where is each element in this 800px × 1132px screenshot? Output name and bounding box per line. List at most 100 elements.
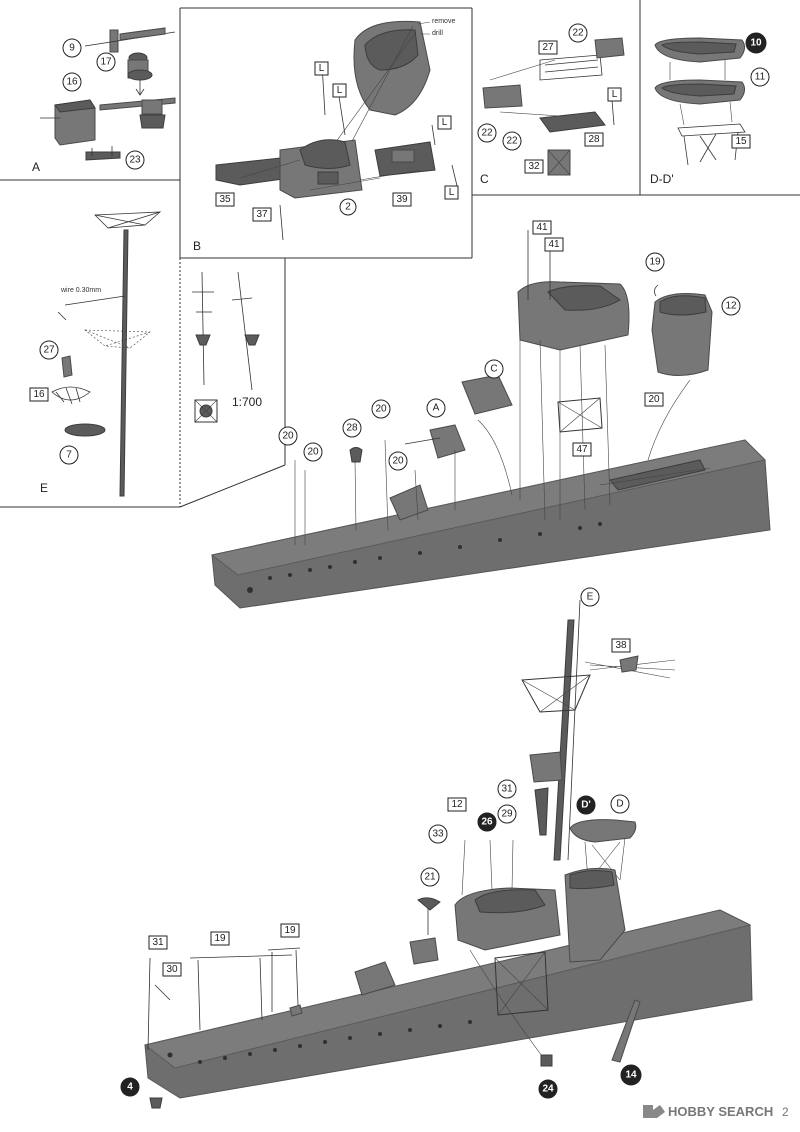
callout-c27: 27 <box>538 40 558 55</box>
section-a-diagram <box>40 27 176 161</box>
note-remove: remove <box>432 18 455 25</box>
callout-l12: 12 <box>447 797 467 812</box>
callout-c28: 28 <box>584 132 604 147</box>
svg-text:16: 16 <box>33 389 45 400</box>
callout-c22c: 22 <box>502 131 522 151</box>
svg-text:28: 28 <box>346 423 358 434</box>
callout-d10: 10 <box>745 32 767 54</box>
svg-text:41: 41 <box>548 239 560 250</box>
callout-l19a: 19 <box>210 931 230 946</box>
watermark-logo-icon <box>643 1105 665 1118</box>
svg-text:27: 27 <box>542 42 554 53</box>
svg-text:39: 39 <box>396 194 408 205</box>
callout-ld1: D' <box>576 795 596 815</box>
svg-text:11: 11 <box>755 72 766 83</box>
svg-text:19: 19 <box>214 933 226 944</box>
callout-e27: 27 <box>39 340 59 360</box>
watermark-brand: HOBBY SEARCH <box>668 1104 773 1119</box>
callout-b-l1: L <box>314 61 329 76</box>
svg-text:9: 9 <box>69 43 75 54</box>
svg-text:12: 12 <box>725 301 737 312</box>
svg-text:D: D <box>616 799 623 810</box>
svg-text:17: 17 <box>100 57 112 68</box>
callout-b35: 35 <box>215 192 235 207</box>
callout-uc: C <box>484 359 504 379</box>
callout-a9: 9 <box>62 38 82 58</box>
svg-text:E: E <box>587 592 594 603</box>
callout-b-l3: L <box>437 115 452 130</box>
section-b-diagram <box>215 20 459 241</box>
svg-text:12: 12 <box>451 799 463 810</box>
callout-u41a: 41 <box>532 220 552 235</box>
note-leader <box>417 21 431 35</box>
callout-b-l4: L <box>444 185 459 200</box>
callout-l30: 30 <box>162 962 182 977</box>
svg-text:19: 19 <box>284 925 296 936</box>
svg-text:28: 28 <box>588 134 600 145</box>
callout-ld: D <box>610 794 630 814</box>
svg-text:A: A <box>433 403 440 414</box>
callout-a17: 17 <box>96 52 116 72</box>
svg-text:38: 38 <box>615 640 627 651</box>
lower-hull-diagram <box>143 599 753 1109</box>
section-label-e: E <box>40 481 48 495</box>
svg-text:32: 32 <box>528 161 540 172</box>
svg-text:7: 7 <box>66 450 72 461</box>
svg-text:22: 22 <box>572 28 584 39</box>
svg-text:4: 4 <box>127 1082 133 1093</box>
svg-text:20: 20 <box>375 404 387 415</box>
note-drill: drill <box>432 30 443 37</box>
svg-text:30: 30 <box>166 964 178 975</box>
callout-c-l: L <box>607 87 622 102</box>
svg-text:L: L <box>337 85 343 96</box>
callout-u20d: 20 <box>388 451 408 471</box>
svg-text:23: 23 <box>129 155 141 166</box>
svg-text:L: L <box>319 63 325 74</box>
svg-text:D': D' <box>581 800 591 811</box>
callout-l33: 33 <box>428 824 448 844</box>
callout-ua: A <box>426 398 446 418</box>
svg-text:L: L <box>612 89 618 100</box>
callout-l31b: 31 <box>148 935 168 950</box>
callout-l21: 21 <box>420 867 440 887</box>
callout-c22b: 22 <box>477 123 497 143</box>
svg-text:2: 2 <box>345 202 351 213</box>
note-wire: wire 0.30mm <box>60 287 101 294</box>
section-label-c: C <box>480 172 489 186</box>
callout-l19b: 19 <box>280 923 300 938</box>
callout-a23: 23 <box>125 150 145 170</box>
page-number: 2 <box>782 1105 789 1119</box>
callout-b39: 39 <box>392 192 412 207</box>
section-dd-diagram <box>654 37 746 166</box>
note-scale: 1:700 <box>232 395 262 409</box>
svg-text:31: 31 <box>152 937 164 948</box>
callout-u41b: 41 <box>544 237 564 252</box>
callout-u12: 12 <box>721 296 741 316</box>
callout-l31a: 31 <box>497 779 517 799</box>
svg-text:37: 37 <box>256 209 268 220</box>
svg-text:22: 22 <box>506 136 518 147</box>
callout-l26: 26 <box>477 812 497 832</box>
section-c-diagram <box>482 37 625 176</box>
svg-text:C: C <box>490 364 497 375</box>
callout-e7: 7 <box>59 445 79 465</box>
svg-text:31: 31 <box>501 784 513 795</box>
svg-text:19: 19 <box>649 257 661 268</box>
callout-u28: 28 <box>342 418 362 438</box>
section-label-b: B <box>193 239 201 253</box>
section-label-a: A <box>32 160 40 174</box>
svg-text:41: 41 <box>536 222 548 233</box>
callout-u20e: 20 <box>644 392 664 407</box>
callout-d11: 11 <box>750 67 770 87</box>
svg-text:20: 20 <box>307 447 319 458</box>
callout-u20b: 20 <box>278 426 298 446</box>
callout-b37: 37 <box>252 207 272 222</box>
callout-u19: 19 <box>645 252 665 272</box>
svg-text:15: 15 <box>735 136 747 147</box>
callout-a16: 16 <box>62 72 82 92</box>
section-label-dd: D-D' <box>650 172 674 186</box>
callout-c22a: 22 <box>568 23 588 43</box>
svg-text:20: 20 <box>648 394 660 405</box>
scale-detail-diagram <box>192 271 260 423</box>
